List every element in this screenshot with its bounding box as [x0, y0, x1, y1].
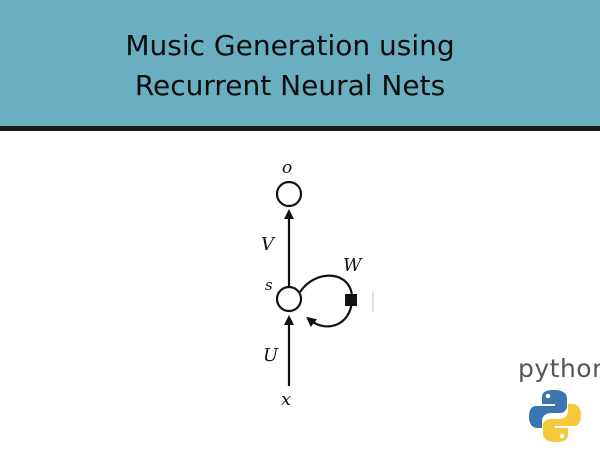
page-title: Music Generation using Recurrent Neural … — [0, 26, 580, 106]
title-banner — [0, 0, 600, 126]
delay-square — [345, 294, 357, 306]
w-weight-label: W — [343, 255, 363, 276]
state-node-label: s — [265, 276, 273, 294]
v-weight-label: V — [261, 234, 276, 255]
state-node — [275, 285, 303, 313]
output-node — [275, 180, 303, 208]
banner-divider — [0, 126, 600, 131]
w-recurrent-loop-arrow — [299, 274, 354, 328]
u-weight-label: U — [263, 345, 279, 366]
input-label: x — [281, 389, 291, 410]
title-line-2: Recurrent Neural Nets — [134, 69, 446, 102]
python-logo-icon — [529, 390, 581, 442]
title-line-1: Music Generation using — [125, 29, 455, 62]
python-wordmark: python — [518, 354, 600, 383]
output-node-label: o — [282, 158, 292, 178]
